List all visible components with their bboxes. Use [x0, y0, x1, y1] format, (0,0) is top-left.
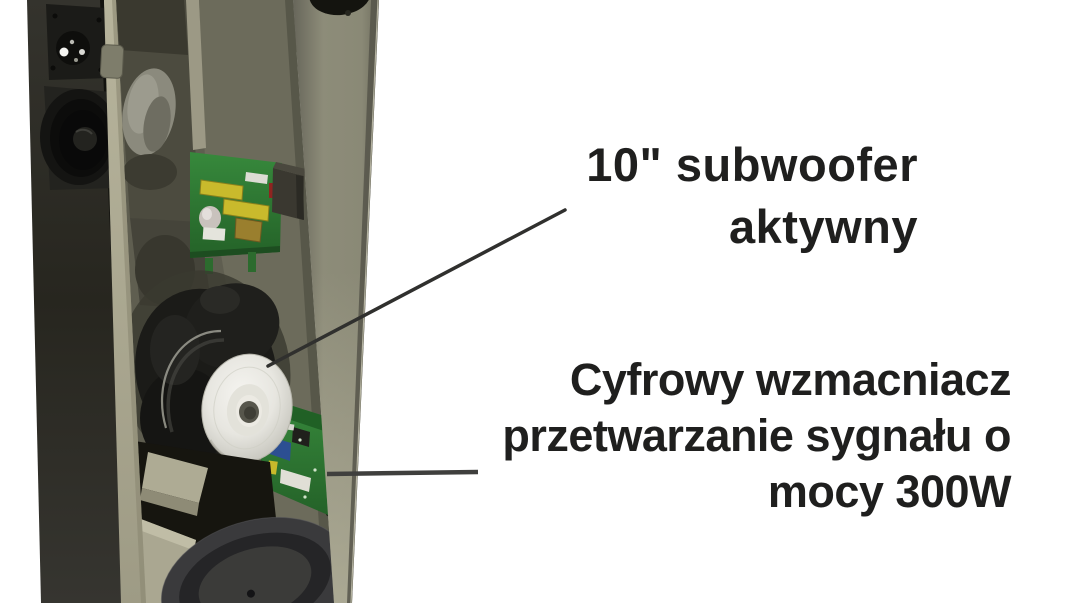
crossover-inductor: [234, 217, 263, 243]
tweeter: [46, 4, 109, 80]
cut-edge-tab: [99, 44, 125, 79]
driver-rim-highlight: [160, 329, 222, 429]
label-subwoofer: 10" subwoofer aktywny: [586, 134, 918, 258]
tweeter-dome: [56, 31, 90, 65]
passive-radiator: [160, 516, 350, 603]
subwoofer-cone: [201, 353, 293, 464]
crossover-board: [190, 152, 306, 274]
label-amplifier-line1: Cyfrowy wzmacniacz: [569, 354, 1012, 405]
top-driver-arc: [309, 0, 371, 16]
crossover-transformer: [272, 168, 304, 220]
cabinet-side-wall: [293, 0, 379, 603]
capacitor-yellow-1: [199, 179, 244, 201]
label-subwoofer-line1: 10" subwoofer: [586, 138, 918, 191]
label-subwoofer-line2: aktywny: [729, 200, 918, 253]
bass-port: [122, 68, 177, 190]
cabinet-cut-edge: [99, 0, 146, 603]
interior-divider: [186, 0, 206, 150]
label-amplifier-line3: mocy 300W: [767, 466, 1012, 517]
amp-white-connector: [280, 469, 311, 492]
label-amplifier: Cyfrowy wzmacniacz przetwarzanie sygnału…: [502, 352, 1011, 520]
brace-upper: [142, 452, 208, 503]
leader-line-subwoofer: [266, 208, 567, 368]
label-amplifier-line2: przetwarzanie sygnału o: [502, 410, 1011, 461]
midrange-driver: [40, 86, 118, 190]
leader-line-amplifier: [326, 469, 479, 477]
capacitor-yellow-2: [222, 198, 270, 222]
